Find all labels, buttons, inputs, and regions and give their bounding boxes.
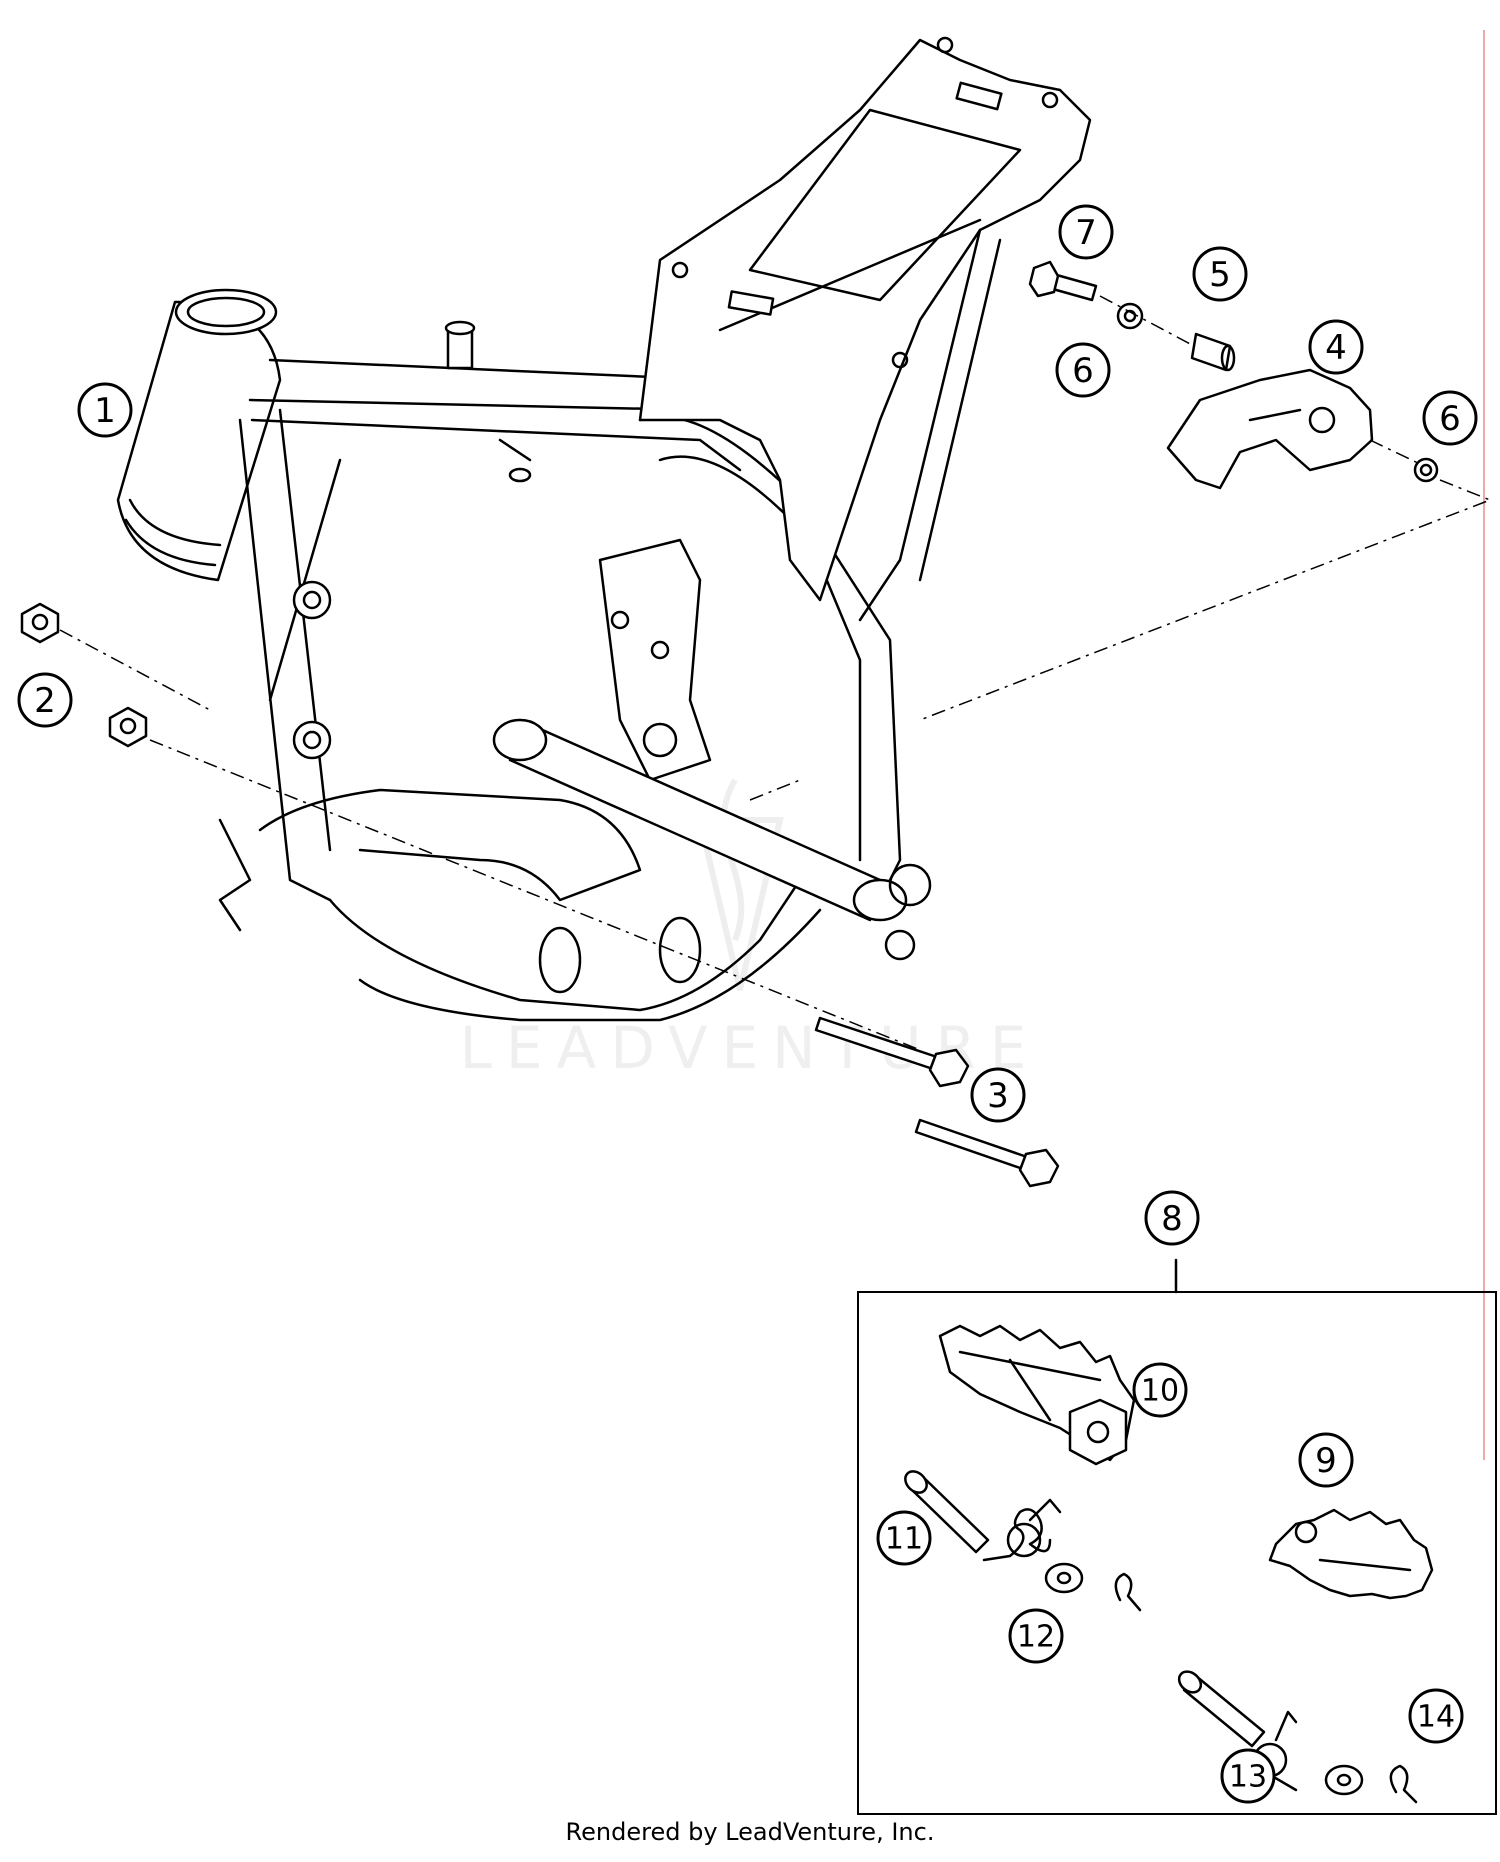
callout-14: 14 <box>1408 1688 1464 1744</box>
callout-6-left: 6 <box>1055 342 1111 398</box>
callout-2: 2 <box>17 672 73 728</box>
callout-12: 12 <box>1008 1608 1064 1664</box>
svg-text:12: 12 <box>1017 1620 1055 1655</box>
svg-text:2: 2 <box>34 681 56 721</box>
svg-text:6: 6 <box>1072 351 1094 391</box>
svg-text:9: 9 <box>1315 1441 1337 1481</box>
callout-3: 3 <box>970 1067 1026 1123</box>
callout-11: 11 <box>876 1510 932 1566</box>
callout-4: 4 <box>1308 319 1364 375</box>
callout-5: 5 <box>1192 246 1248 302</box>
washer-drawing <box>1044 1562 1084 1594</box>
footpeg-right-drawing <box>1268 1508 1434 1600</box>
bolts-drawing <box>814 1016 1060 1188</box>
clip-drawing <box>1114 1572 1142 1612</box>
svg-text:10: 10 <box>1141 1374 1179 1409</box>
svg-text:8: 8 <box>1161 1199 1183 1239</box>
pin-2-drawing <box>1177 1670 1266 1748</box>
svg-text:3: 3 <box>987 1076 1009 1116</box>
clip-2-drawing <box>1389 1764 1418 1804</box>
svg-text:6: 6 <box>1439 399 1461 439</box>
svg-text:1: 1 <box>94 391 116 431</box>
footpeg-left-drawing <box>938 1324 1136 1466</box>
assembly-lines <box>59 295 1493 1051</box>
callout-10: 10 <box>1132 1362 1188 1418</box>
pin-drawing <box>904 1470 990 1554</box>
callout-6-right: 6 <box>1422 390 1478 446</box>
nuts-drawing <box>20 602 148 748</box>
callout-13: 13 <box>1220 1748 1276 1804</box>
callout-7: 7 <box>1058 204 1114 260</box>
washer-2-drawing <box>1324 1764 1364 1796</box>
svg-text:14: 14 <box>1417 1700 1455 1735</box>
frame-drawing <box>116 36 1092 1022</box>
bracket-assembly-drawing <box>1028 260 1439 490</box>
svg-text:11: 11 <box>885 1522 923 1557</box>
footer-credit: Rendered by LeadVenture, Inc. <box>565 1818 935 1846</box>
callout-8: 8 <box>1144 1190 1200 1246</box>
callout-1: 1 <box>77 382 133 438</box>
svg-text:4: 4 <box>1325 328 1347 368</box>
svg-text:7: 7 <box>1075 213 1097 253</box>
svg-text:13: 13 <box>1229 1760 1267 1795</box>
svg-text:5: 5 <box>1209 255 1231 295</box>
spring-drawing <box>982 1498 1062 1562</box>
callout-9: 9 <box>1298 1432 1354 1488</box>
